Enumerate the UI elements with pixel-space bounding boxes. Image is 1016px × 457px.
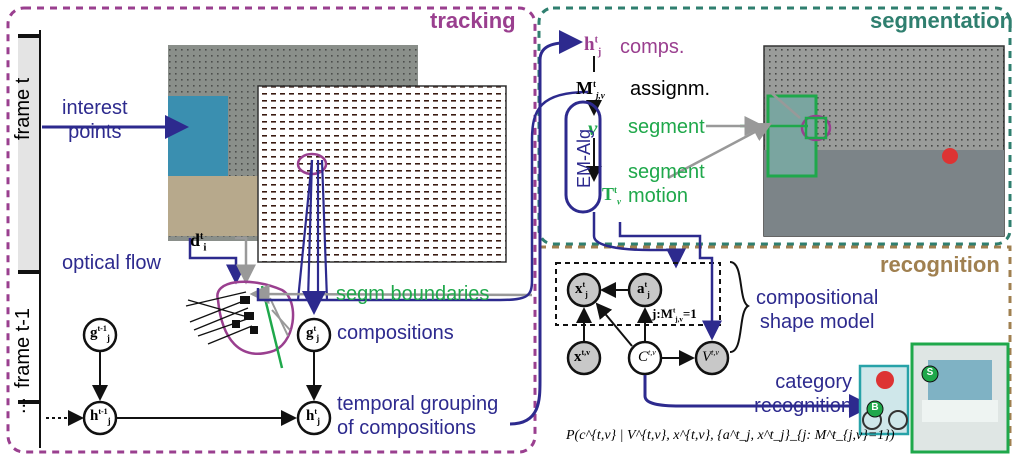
timeline-frame-t-band <box>18 36 40 272</box>
badge-s: S <box>926 367 934 378</box>
compositions-label: compositions <box>337 322 454 344</box>
node-h-prev: ht-1j <box>90 407 111 426</box>
assignm-label: assignm. <box>630 78 711 100</box>
timeline-ellipsis: ... <box>8 397 30 414</box>
recognition-frame <box>539 245 1012 452</box>
seg-v-node: v <box>588 116 598 140</box>
rec-V-node: Vt,v <box>702 348 719 365</box>
category-recognition-label: category recognition <box>754 371 852 417</box>
frame-t1-label: frame t-1 <box>12 307 34 388</box>
plate-label: j:Mtj,v=1 <box>652 306 697 324</box>
d-vector-label: dti <box>190 230 207 254</box>
segmentation-photo <box>667 45 1005 237</box>
segm-boundaries-label: segm boundaries <box>336 283 490 305</box>
node-h-cur: htj <box>306 407 321 426</box>
tracking-frame <box>6 6 537 454</box>
segment-motion-label: segment motion <box>628 161 705 207</box>
interest-point-map <box>257 85 507 263</box>
shape-model-brace <box>729 261 750 353</box>
segment-label: segment <box>628 116 705 138</box>
recognition-title: recognition <box>880 252 1000 277</box>
seg-h-node: htj <box>584 34 602 58</box>
tracking-graph <box>46 291 332 436</box>
rec-X-node: xt,v <box>574 348 591 365</box>
tracking-title: tracking <box>430 8 516 33</box>
frame-t-label: frame t <box>12 77 34 140</box>
rec-a-node: atj <box>637 280 650 299</box>
rec-C-node: Ct,v <box>638 348 656 365</box>
optical-flow-label: optical flow <box>62 252 161 274</box>
shape-model-label: compositional shape model <box>756 287 879 333</box>
comps-label: comps. <box>620 36 685 58</box>
plate-box <box>555 262 721 326</box>
em-alg-loop <box>564 100 602 214</box>
optical-flow-cluster <box>185 280 295 369</box>
tram-image <box>168 96 228 176</box>
segmentation-title: segmentation <box>870 8 1014 33</box>
interest-points-label: interest points <box>62 97 128 143</box>
em-alg-label: EM-Alg <box>574 128 594 188</box>
temporal-grouping-label: temporal grouping of compositions <box>337 393 499 439</box>
seg-m-node: Mtj,v <box>576 78 605 101</box>
node-g-prev: gt-1j <box>90 324 110 343</box>
recognition-graph <box>555 262 873 418</box>
seg-t-node: Ttv <box>602 184 622 207</box>
badge-b: B <box>871 402 879 413</box>
recognition-formula: P(c^{t,ν} | V^{t,ν}, x^{t,ν}, {a^t_j, x^… <box>566 428 895 443</box>
bike-thumbnail <box>858 364 910 436</box>
node-g-cur: gtj <box>306 324 320 343</box>
rec-x-node: xtj <box>575 280 588 299</box>
